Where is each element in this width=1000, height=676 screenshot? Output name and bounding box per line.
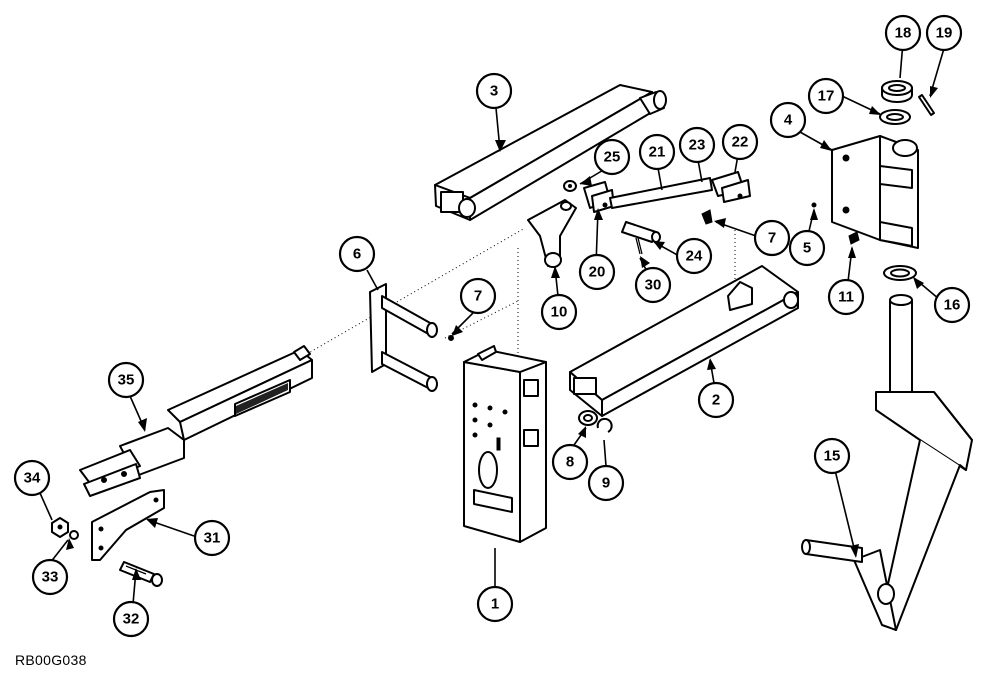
part-34-nut [51,517,69,538]
part-15-spindle-arm [801,294,973,631]
callout-35: 35 [107,361,145,399]
part-35-hitch-bar [79,345,313,497]
callout-34: 34 [13,459,51,497]
callout-label: 9 [602,475,610,492]
part-6-u-bolt [369,283,454,392]
callout-17: 17 [807,77,845,115]
callout-label: 35 [118,372,135,389]
callout-23: 23 [678,126,716,164]
callout-label: 5 [803,240,811,257]
callout-label: 16 [944,297,961,314]
callout-32: 32 [112,600,150,638]
callout-11: 11 [827,278,865,316]
part-30-cotter-pin [635,237,643,255]
callout-24: 24 [675,237,713,275]
callout-label: 8 [566,454,574,471]
part-4-pivot-bracket [811,135,919,249]
part-3-upper-arm [434,84,667,221]
callout-label: 10 [551,304,568,321]
callout-label: 30 [645,277,662,294]
callout-7-left: 7 [459,277,497,315]
callout-label: 6 [353,246,361,263]
callout-label: 24 [686,248,703,265]
callout-25: 25 [593,138,631,176]
callout-label: 4 [784,112,793,129]
part-21-turnbuckle [583,171,751,225]
part-24-pin [621,221,661,243]
callout-8: 8 [551,443,589,481]
callout-20: 20 [578,253,616,291]
callout-7-right: 7 [753,219,791,257]
drawing-id: RB00G038 [15,652,87,668]
callout-15: 15 [813,437,851,475]
callout-16: 16 [933,286,971,324]
callout-22: 22 [721,123,759,161]
callout-label: 31 [204,530,221,547]
callout-4: 4 [769,101,807,139]
callout-label: 20 [589,264,606,281]
callout-21: 21 [638,133,676,171]
callout-31: 31 [193,519,231,557]
alignment-lines [299,227,736,362]
callout-1: 1 [476,585,514,623]
part-1-vertical-post [463,345,547,543]
part-18-bushing [879,80,935,125]
callout-label: 2 [712,392,720,409]
callout-label: 7 [474,288,482,305]
callout-30: 30 [634,266,672,304]
callout-label: 32 [123,611,140,628]
callout-5: 5 [788,229,826,267]
callout-33: 33 [31,558,69,596]
callout-label: 22 [732,134,749,151]
part-2-lower-arm [569,265,799,417]
callout-9: 9 [587,464,625,502]
part-31-plate [91,489,165,561]
callout-label: 1 [491,596,499,613]
callout-18: 18 [884,14,922,52]
callout-label: 19 [936,25,953,42]
callout-6: 6 [338,235,376,273]
callout-label: 3 [490,83,498,100]
callout-19: 19 [925,14,963,52]
part-9-clip [596,417,613,433]
callout-label: 33 [42,569,59,586]
part-32-bolt [119,561,163,587]
part-10-bracket [527,199,577,268]
callout-label: 7 [768,230,776,247]
callout-label: 34 [24,470,41,487]
part-25-nut [563,180,577,192]
callout-label: 21 [649,144,666,161]
callout-label: 18 [895,25,912,42]
callout-3: 3 [475,72,513,110]
part-33-washer [69,530,79,540]
callout-2: 2 [697,381,735,419]
callout-label: 17 [818,88,835,105]
part-16-washer [883,265,917,281]
callout-label: 15 [824,448,841,465]
callout-label: 23 [689,137,706,154]
callout-label: 11 [838,289,854,306]
part-8-washer [578,410,598,426]
callout-10: 10 [540,293,578,331]
callout-label: 25 [604,149,621,166]
arrow-heads [66,86,938,580]
